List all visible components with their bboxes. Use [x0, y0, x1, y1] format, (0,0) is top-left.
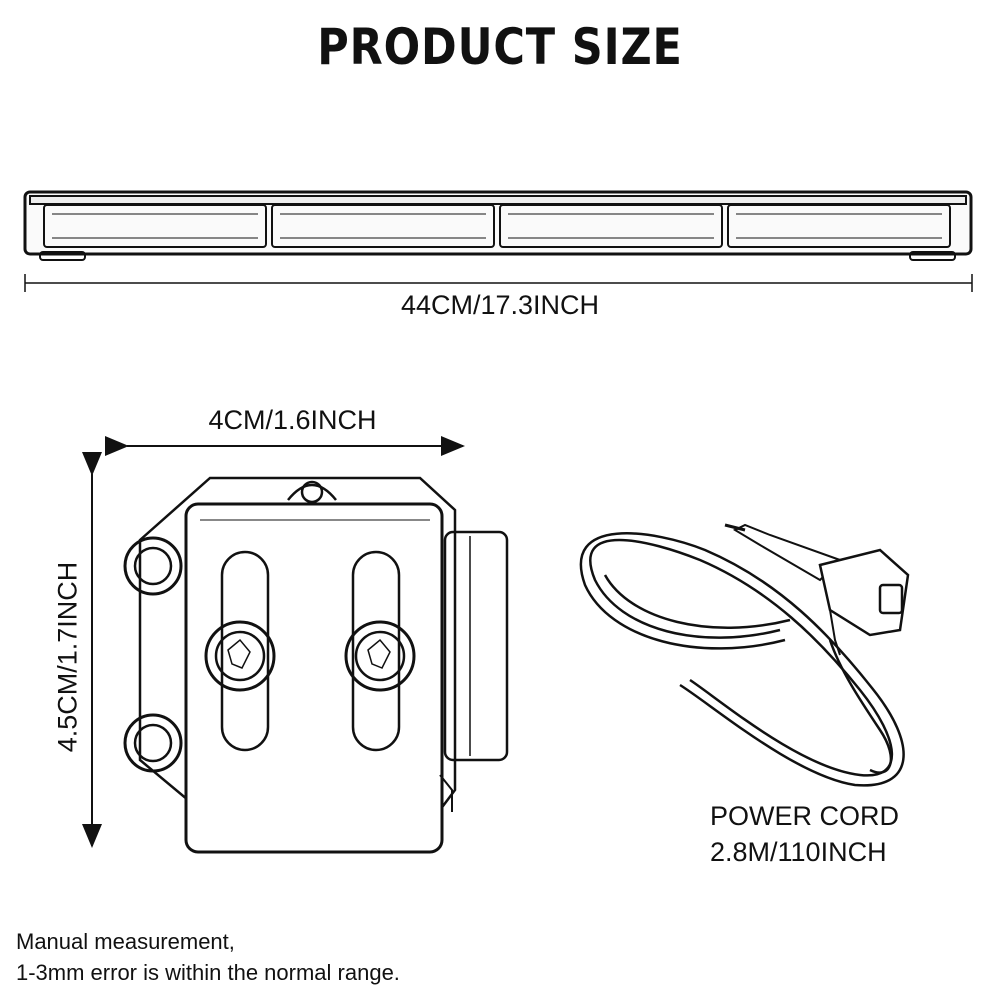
light-bar-illustration: [23, 190, 973, 261]
page-title: PRODUCT SIZE: [317, 18, 683, 76]
note-line-2: 1-3mm error is within the normal range.: [16, 960, 400, 985]
note-line-1: Manual measurement,: [16, 929, 235, 954]
mounting-bracket-illustration: [123, 476, 509, 854]
length-dimension-line: [24, 274, 973, 292]
measurement-note: Manual measurement, 1-3mm error is withi…: [16, 926, 400, 988]
width-label: 4CM/1.6INCH: [208, 405, 377, 435]
length-label: 44CM/17.3INCH: [400, 290, 600, 320]
height-label: 4.5CM/1.7INCH: [48, 552, 88, 762]
power-cord-length: 2.8M/110INCH: [710, 837, 887, 867]
height-label-text: 4.5CM/1.7INCH: [52, 561, 83, 753]
power-cord-name: POWER CORD: [710, 801, 899, 831]
power-cord-illustration: [579, 523, 910, 787]
power-cord-label: POWER CORD 2.8M/110INCH: [710, 798, 899, 870]
